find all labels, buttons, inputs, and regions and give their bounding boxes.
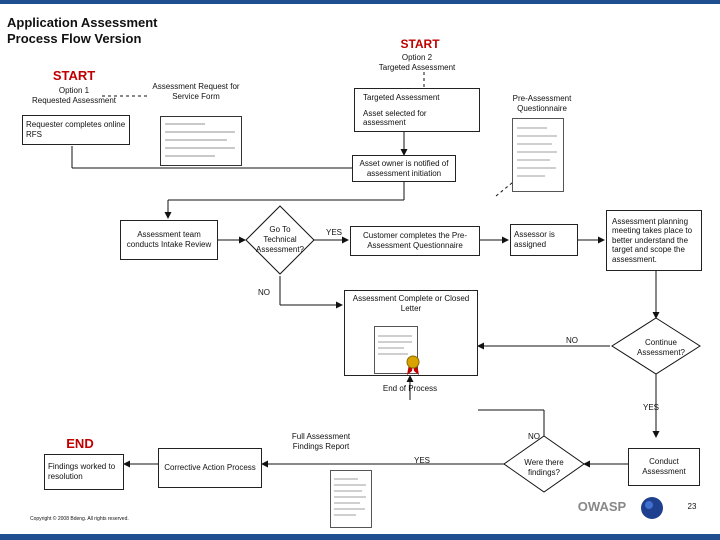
requested-assessment-label: Requested Assessment [31, 96, 117, 105]
doc-line [517, 175, 545, 177]
decision-technical [245, 205, 315, 275]
conduct-assessment-box: Conduct Assessment [628, 448, 700, 486]
targeted-assessment-label: Targeted Assessment [363, 93, 440, 102]
questionnaire-document [512, 118, 564, 192]
no-label-technical: NO [258, 288, 270, 297]
no-label-continue: NO [566, 336, 578, 345]
doc-line [517, 143, 552, 145]
full-findings-report-label: Full Assessment Findings Report [291, 432, 351, 451]
bottom-bar [0, 534, 720, 540]
form-row [165, 123, 205, 125]
copyright-notice: Copyright © 2008 Bdeng. All rights reser… [30, 516, 129, 522]
asset-owner-notified-box: Asset owner is notified of assessment in… [352, 155, 456, 182]
doc-line [334, 490, 363, 492]
go-to-technical-label: Go To Technical Assessment? [255, 225, 305, 254]
corrective-action-box: Corrective Action Process [158, 448, 262, 488]
assessor-assigned-box: Assessor is assigned [510, 224, 578, 256]
doc-line [334, 508, 366, 510]
doc-line [334, 478, 359, 480]
page-number: 23 [687, 502, 697, 511]
doc-line [378, 335, 412, 337]
option2-label: Option 2 [401, 53, 433, 62]
yes-label-findings: YES [413, 456, 430, 465]
doc-line [334, 484, 367, 486]
doc-line [517, 135, 557, 137]
option1-label: Option 1 [58, 86, 90, 95]
customer-completes-box: Customer completes the Pre-Assessment Qu… [350, 226, 480, 256]
top-bar [0, 0, 720, 4]
request-form-thumbnail [160, 116, 242, 166]
pre-assessment-questionnaire-label: Pre-Assessment Questionnaire [512, 94, 572, 113]
doc-line [334, 502, 361, 504]
doc-line [517, 167, 556, 169]
doc-line [378, 341, 412, 343]
targeted-assessment-sub-label: Targeted Assessment [378, 63, 456, 72]
title-line-1: Application Assessment [7, 15, 158, 30]
doc-line [517, 127, 547, 129]
findings-worked-box: Findings worked to resolution [44, 454, 124, 490]
requester-completes-box: Requester completes online RFS [22, 115, 130, 145]
decision-findings [503, 435, 585, 493]
title-line-2: Process Flow Version [7, 31, 142, 47]
planning-meeting-box: Assessment planning meeting takes place … [606, 210, 702, 271]
form-row [165, 147, 235, 149]
owasp-wordmark: OWASP [577, 499, 627, 514]
yes-label-continue: YES [642, 403, 659, 412]
intake-review-box: Assessment team conducts Intake Review [120, 220, 218, 260]
findings-report-document [330, 470, 372, 528]
start-option2-label: START [400, 37, 440, 51]
continue-assessment-label: Continue Assessment? [636, 338, 686, 357]
seal-icon [406, 355, 420, 375]
doc-line [517, 151, 557, 153]
yes-label-technical: YES [325, 228, 342, 237]
doc-line [334, 496, 367, 498]
start-option2-sub: Option 2 Targeted Assessment [352, 53, 482, 73]
end-label: END [66, 436, 94, 451]
doc-line [517, 159, 550, 161]
targeted-assessment-box: Targeted Assessment Asset selected for a… [354, 88, 480, 132]
start-option1-sub: Option 1 Requested Assessment [18, 86, 130, 106]
asset-selected-label: Asset selected for assessment [363, 108, 427, 128]
form-row [165, 131, 235, 133]
doc-line [378, 347, 404, 349]
assessment-request-form-label: Assessment Request for Service Form [152, 82, 240, 101]
doc-line [378, 353, 408, 355]
title: Application Assessment Process Flow Vers… [7, 15, 158, 48]
start-option1-label: START [52, 68, 96, 83]
doc-line [334, 514, 357, 516]
form-row [165, 139, 227, 141]
no-label-findings: NO [528, 432, 540, 441]
form-row [165, 155, 215, 157]
owasp-logo-icon [641, 497, 663, 519]
end-of-process-box: End of Process [382, 384, 438, 394]
decision-continue [611, 317, 701, 375]
were-there-findings-label: Were there findings? [524, 458, 564, 477]
